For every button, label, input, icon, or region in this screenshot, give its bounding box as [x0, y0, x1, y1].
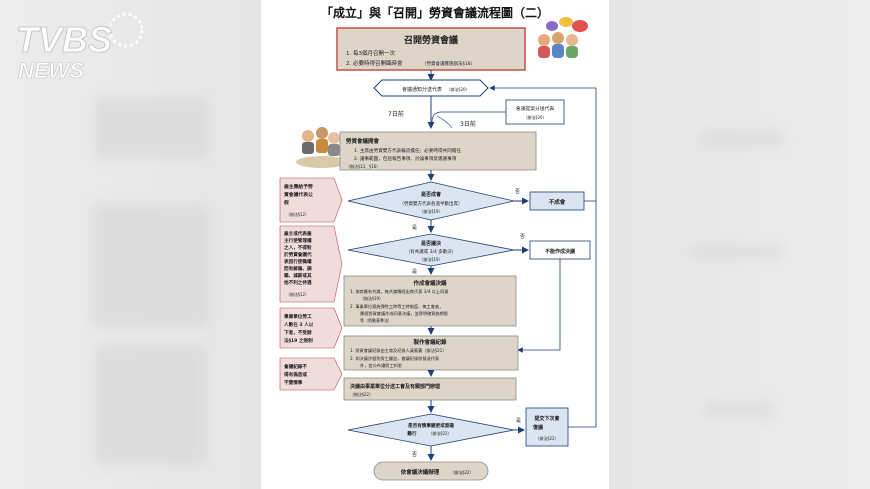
side-note-1-ref: （辦法§12）: [286, 211, 309, 217]
side-note-4-line-2: 得有偽造或: [283, 371, 307, 378]
side-note-1-line-3: 假: [284, 199, 289, 206]
side-note-2-line-6: 而有解僱、調: [284, 265, 312, 272]
make-resolution-line1b: （辦法§19）: [360, 295, 383, 301]
make-resolution-line2: 2. 事業單位實施彈性工時等工時制度、無工會者，: [350, 303, 443, 310]
no-meeting-text: 不成會: [549, 198, 566, 206]
final-box: [373, 461, 489, 481]
meeting-notice-ref: （辦法§20）: [446, 86, 469, 92]
quorum-ref: （辦法§19）: [419, 208, 442, 214]
side-note-2-line-1: 雇主或代表雇: [284, 230, 312, 237]
side-note-3-line-1: 事業單位勞工: [284, 313, 312, 320]
side-note-2-line-7: 職、減薪或其: [284, 272, 312, 279]
resolution-sub: （有共識或 3/4 多數決）: [406, 248, 457, 255]
minutes-line2: 2. 如決議涉個別勞工權益，會議紀錄除發送代表: [350, 355, 440, 362]
side-note-3-line-4: 法§19 之限制: [284, 337, 313, 344]
no-resolution-text: 不能作成決議: [545, 248, 575, 255]
proposal-text: 會議提案分送代表: [516, 105, 555, 112]
side-note-3-line-3: 下者，不受辦: [284, 329, 312, 336]
side-note-2-line-4: 於勞資會議代: [284, 251, 312, 258]
side-note-2-line-5: 表因行使職權: [283, 258, 312, 265]
quorum-decision: [347, 181, 515, 221]
proposal-ref: （辦法§20）: [523, 114, 546, 120]
execute-ref: （辦法§22）: [350, 391, 373, 397]
side-note-1-line-2: 資會議代表公: [284, 191, 313, 198]
quorum-question: 是否成會: [420, 191, 442, 198]
minutes-line2b: 外，宜公布讓勞工知悉: [360, 362, 403, 369]
convene-meeting-box: [336, 27, 526, 71]
convene-line1: 1. 每3個月召開一次: [346, 49, 395, 57]
blurred-left-block-1: [96, 98, 208, 158]
final-text: 依會議決議辦理: [401, 468, 440, 476]
blurred-left-block-2: [92, 205, 210, 327]
minutes-box: [343, 335, 519, 371]
next-meeting-ref: （辦法§22）: [535, 435, 558, 441]
seven-days-label: 7日前: [388, 110, 404, 118]
side-note-2-ref: （辦法§12）: [286, 291, 309, 297]
convene-heading: 召開勞資會議: [404, 34, 458, 46]
change-question-2: 難行: [407, 430, 417, 437]
side-note-3-line-2: 人數在 3 人以: [283, 321, 314, 328]
change-question: 是否有情事變更或窒礙: [407, 422, 454, 429]
side-note-1-line-1: 雇主應給予勞: [284, 183, 313, 190]
proposal-box: [505, 99, 565, 125]
make-resolution-box: [343, 275, 517, 327]
blurred-right-block-1: [700, 132, 782, 146]
flowchart: 召開勞資會議 1. 每3個月召開一次 2. 必要時得召開臨時會 （勞資會議實施辦…: [279, 17, 597, 481]
convene-line2-note: （勞資會議實施辦法§18）: [422, 60, 475, 67]
side-note-2-line-2: 主行使管理權: [284, 237, 312, 244]
meeting-people-icon: [296, 127, 348, 168]
quorum-sub: （勞資雙方代表各過半數出席）: [400, 200, 463, 207]
svg-text:NEWS: NEWS: [18, 58, 84, 82]
next-meeting-box: [525, 407, 569, 447]
make-resolution-line1: 1. 協商應有共識，無共識應經出席代表 3/4 以上同意: [350, 288, 448, 295]
meeting-open-line1: 1. 主席由勞資雙方代表輪流擔任；必要時得共同擔任: [354, 147, 461, 154]
next-meeting-text: 提交下次會: [534, 415, 560, 422]
make-resolution-heading: 作成會議決議: [413, 279, 447, 287]
blurred-right-block-3: [704, 404, 774, 416]
minutes-heading: 製作會議紀錄: [413, 338, 447, 346]
side-note-3: [279, 307, 343, 349]
convene-line2: 2. 必要時得召開臨時會: [346, 59, 403, 67]
final-ref: （辦法§22）: [450, 469, 473, 475]
meeting-open-box: [339, 131, 537, 171]
resolution-question: 是否議決: [420, 240, 442, 247]
page-title: 「成立」與「召開」勞資會議流程圖（二）: [320, 6, 549, 20]
make-resolution-line2b: 應經勞資會議作成同意決議，並得明確實施期限: [360, 310, 449, 317]
change-yes-label: 是: [516, 418, 521, 424]
change-ref: （辦法§22）: [428, 430, 451, 436]
next-meeting-text-2: 復議: [532, 424, 543, 431]
make-resolution-line2c: 等（勞動基準法）: [360, 317, 392, 323]
blurred-left-block-3: [96, 345, 206, 465]
three-days-label: 3日前: [460, 120, 476, 128]
side-note-2: [279, 225, 343, 303]
side-note-4-line-1: 會議紀錄不: [284, 363, 307, 370]
minutes-line1: 1. 勞資會議紀錄由主席及紀錄人員簽署（辦法§21）: [350, 347, 447, 354]
execute-box: [343, 377, 517, 401]
quorum-yes-label: 是: [412, 225, 417, 231]
side-note-2-line-8: 他不利之待遇: [283, 279, 312, 286]
execute-text: 決議由事業單位分送工會及有關部門辦理: [350, 383, 440, 390]
svg-text:TVBS: TVBS: [16, 19, 112, 60]
resolution-no-label: 否: [520, 234, 525, 240]
tvbs-news-logo: TVBS NEWS: [16, 12, 144, 82]
meeting-notice-text: 會議通知分送代表: [402, 86, 442, 93]
resolution-yes-label: 是: [412, 269, 417, 275]
change-decision: [347, 413, 515, 447]
meeting-notice-shape: [373, 79, 489, 97]
resolution-ref: （辦法§19）: [419, 256, 442, 262]
meeting-open-ref: （辦法§13、§16）: [346, 163, 380, 169]
side-note-2-line-3: 之人，不得對: [284, 244, 312, 251]
meeting-open-line2: 2. 議事範圍，包括報告事項、討論事項及建議事項: [354, 155, 457, 162]
side-note-4: [279, 357, 343, 391]
blurred-right-block-2: [690, 246, 780, 258]
meeting-open-heading: 勞資會議開會: [346, 137, 380, 145]
side-note-1: [279, 177, 343, 223]
change-no-label: 否: [412, 452, 417, 458]
side-note-4-line-3: 不實情事: [284, 379, 303, 386]
people-illustration-icon: [538, 17, 588, 58]
quorum-no-label: 否: [515, 189, 520, 195]
